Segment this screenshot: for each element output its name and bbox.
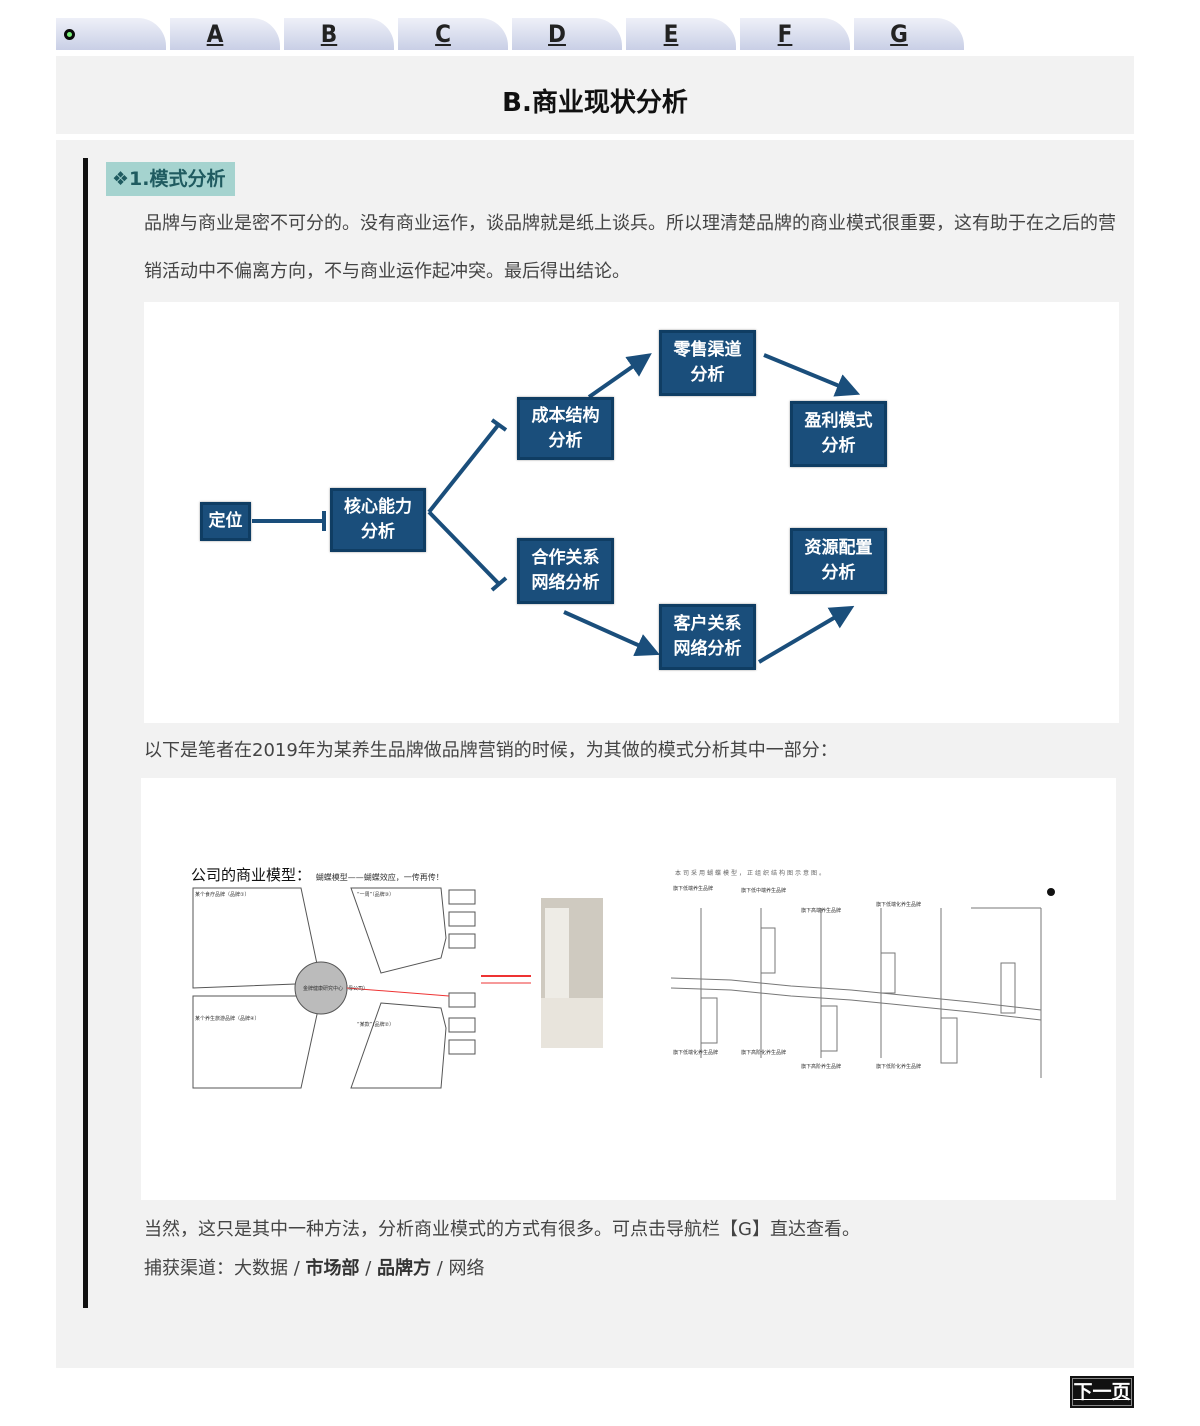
- section-tag: ❖1.模式分析: [106, 162, 236, 196]
- butterfly-diagram: 某个食疗品牌（品牌①） “一周”（品牌③） 某个养生旅游品牌（品牌④） “某款”…: [192, 887, 603, 1089]
- tab-f[interactable]: F: [740, 18, 850, 50]
- org-flow-diagram: 本司采用蝴蝶模型，正组织结构图示意图。: [671, 858, 1061, 1088]
- brand1-label: 某个食疗品牌（品牌①）: [195, 891, 249, 898]
- nav-tabs: A B C D E F G: [56, 18, 976, 50]
- intro-paragraph: 品牌与商业是密不可分的。没有商业运作，谈品牌就是纸上谈兵。所以理清楚品牌的商业模…: [144, 213, 1116, 282]
- closing-paragraph: 当然，这只是其中一种方法，分析商业模式的方式有很多。可点击导航栏【G】直达查看。: [144, 1219, 860, 1240]
- flow-label-3: 旗下低端化养生品牌: [876, 901, 921, 908]
- butterfly-model: 公司的商业模型： 蝴蝶模型——蝴蝶效应，一传再传！: [191, 858, 611, 1108]
- connector-core-partner: [427, 510, 501, 586]
- example-analysis-image: 公司的商业模型： 蝴蝶模型——蝴蝶效应，一传再传！: [141, 778, 1116, 1200]
- example-intro-paragraph: 以下是笔者在2019年为某养生品牌做品牌营销的时候，为其做的模式分析其中一部分：: [144, 740, 838, 761]
- flow-label-2: 旗下高端养生品牌: [801, 907, 841, 914]
- org-flow-chart: 旗下低端养生品牌 旗下低中端养生品牌 旗下高端养生品牌 旗下低端化养生品牌 旗下…: [671, 885, 1055, 1078]
- arrow-cost-retail: [587, 353, 652, 399]
- connector-core-cost: [427, 422, 501, 514]
- arrow-customer-resource: [757, 605, 855, 664]
- arrow-retail-profit: [763, 353, 861, 397]
- next-page-button[interactable]: 下一页: [1070, 1376, 1134, 1408]
- flow-label-6: 旗下高阶养生品牌: [801, 1063, 841, 1070]
- flow-label-7: 旗下低阶化养生品牌: [876, 1063, 921, 1070]
- butterfly-model-title: 公司的商业模型： 蝴蝶模型——蝴蝶效应，一传再传！: [191, 866, 444, 884]
- header-band: B.商业现状分析: [56, 56, 1134, 134]
- tab-d[interactable]: D: [512, 18, 622, 50]
- tab-home[interactable]: [56, 18, 166, 50]
- diagram-connectors: [252, 353, 861, 664]
- business-model-diagram: 定位 核心能力 分析 成本结构 分析 合作关系 网络分析 零售渠道 分析 客户关…: [144, 302, 1119, 723]
- tab-e[interactable]: E: [626, 18, 736, 50]
- node-profit-model: 盈利模式 分析: [790, 401, 887, 467]
- capture-channel: 捕获渠道：大数据 / 市场部 / 品牌方 / 网络: [144, 1258, 485, 1279]
- arrow-partner-customer: [563, 610, 660, 657]
- page-title: B.商业现状分析: [502, 88, 688, 118]
- node-retail-channel: 零售渠道 分析: [659, 330, 756, 396]
- flow-label-5: 旗下高阶化养生品牌: [741, 1049, 786, 1056]
- org-flow-caption: 本司采用蝴蝶模型，正组织结构图示意图。: [675, 870, 828, 877]
- tab-c[interactable]: C: [398, 18, 508, 50]
- node-core-capability: 核心能力 分析: [330, 488, 426, 552]
- tab-g[interactable]: G: [854, 18, 964, 50]
- node-cost-structure: 成本结构 分析: [517, 397, 614, 460]
- node-customer-network: 客户关系 网络分析: [659, 604, 756, 670]
- brand3-label: 某个养生旅游品牌（品牌④）: [195, 1015, 259, 1022]
- node-position: 定位: [200, 502, 251, 541]
- content-area: ❖1.模式分析 品牌与商业是密不可分的。没有商业运作，谈品牌就是纸上谈兵。所以理…: [56, 140, 1134, 1368]
- hub-label: 金牌健康研究中心（母公司）: [303, 985, 368, 992]
- brand2-label: “一周”（品牌③）: [357, 891, 394, 898]
- flow-label-0: 旗下低端养生品牌: [673, 885, 713, 892]
- home-icon: [64, 28, 75, 40]
- node-resource-allocation: 资源配置 分析: [790, 528, 887, 594]
- tab-a[interactable]: A: [170, 18, 280, 50]
- brand4-label: “某款”（品牌②）: [357, 1021, 394, 1028]
- tab-b[interactable]: B: [284, 18, 394, 50]
- section-divider-bar: [83, 158, 88, 1308]
- node-partner-network: 合作关系 网络分析: [517, 538, 614, 604]
- flow-label-1: 旗下低中端养生品牌: [741, 887, 786, 894]
- flow-label-4: 旗下低端化养生品牌: [673, 1049, 718, 1056]
